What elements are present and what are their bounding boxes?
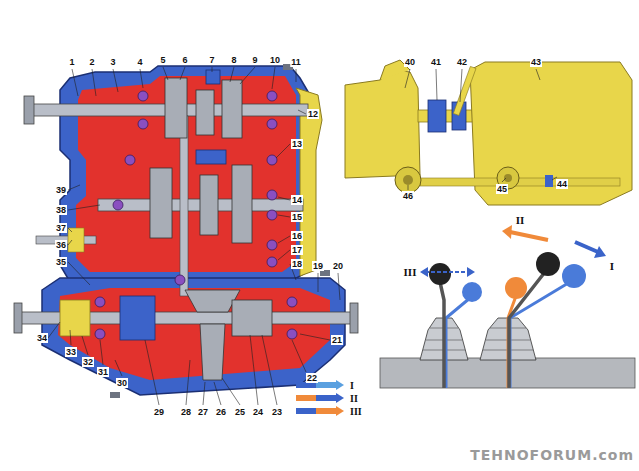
leader-lines — [48, 67, 340, 405]
callout-number: 37 — [55, 223, 67, 233]
legend-label: I — [350, 380, 354, 391]
callout-number: 16 — [291, 231, 303, 241]
callout-number: 43 — [530, 57, 542, 67]
legend-samples — [296, 380, 344, 416]
callout-number: 6 — [181, 55, 188, 65]
callout-number: 15 — [291, 212, 303, 222]
legend-label: III — [350, 406, 362, 417]
callout-number: 10 — [269, 55, 281, 65]
callout-number: 7 — [208, 55, 215, 65]
callout-number: 35 — [55, 257, 67, 267]
leader-lines — [405, 69, 557, 190]
callout-number: 17 — [291, 245, 303, 255]
callout-number: 20 — [332, 261, 344, 271]
callout-number: 2 — [88, 57, 95, 67]
callout-number: 13 — [291, 139, 303, 149]
callout-number: 36 — [55, 240, 67, 250]
callout-number: 19 — [312, 261, 324, 271]
gear-position: II — [515, 215, 526, 225]
gearbox-section — [14, 64, 358, 398]
callout-number: 4 — [136, 57, 143, 67]
callout-number: 28 — [180, 407, 192, 417]
callout-number: 27 — [197, 407, 209, 417]
callout-number: 40 — [404, 57, 416, 67]
callout-number: 34 — [36, 333, 48, 343]
callout-number: 24 — [252, 407, 264, 417]
callout-number: 45 — [496, 184, 508, 194]
callout-number: 3 — [109, 57, 116, 67]
callout-number: 11 — [290, 57, 302, 67]
callout-number: 26 — [215, 407, 227, 417]
callout-number: 12 — [307, 109, 319, 119]
gear-position: III — [403, 267, 418, 277]
callout-number: 38 — [55, 205, 67, 215]
shift-levers — [380, 225, 635, 388]
callout-number: 1 — [68, 57, 75, 67]
callout-number: 33 — [65, 347, 77, 357]
callout-number: 46 — [402, 191, 414, 201]
callout-number: 32 — [82, 357, 94, 367]
callout-number: 30 — [116, 378, 128, 388]
tractor-layout — [345, 60, 632, 205]
legend-label: II — [350, 393, 358, 404]
callout-number: 42 — [456, 57, 468, 67]
watermark: TEHNOFORUM.com — [469, 450, 635, 460]
callout-number: 41 — [430, 57, 442, 67]
callout-number: 18 — [291, 259, 303, 269]
callout-number: 31 — [97, 367, 109, 377]
callout-number: 29 — [153, 407, 165, 417]
callout-number: 39 — [55, 185, 67, 195]
gear-position: I — [609, 261, 615, 271]
callout-number: 22 — [306, 373, 318, 383]
callout-number: 44 — [556, 179, 568, 189]
callout-number: 8 — [230, 55, 237, 65]
callout-number: 9 — [251, 55, 258, 65]
callout-number: 21 — [331, 335, 343, 345]
callout-number: 14 — [291, 195, 303, 205]
callout-number: 23 — [271, 407, 283, 417]
callout-number: 25 — [234, 407, 246, 417]
callout-number: 5 — [159, 55, 166, 65]
